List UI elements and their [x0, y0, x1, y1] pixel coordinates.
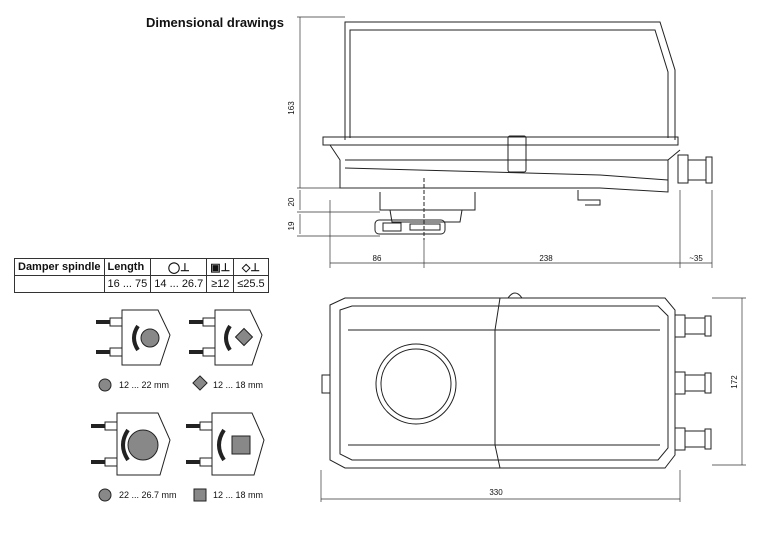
diamond-spindle-icon: ◇⊥ [233, 258, 269, 276]
clamp-square-small [189, 309, 263, 391]
spindle-table: Damper spindle Length ◯⊥ ▣⊥ ◇⊥ 16 ... 75… [14, 258, 269, 293]
col-damper-spindle: Damper spindle [14, 258, 105, 276]
square-spindle-icon: ▣⊥ [206, 258, 235, 276]
dim-238: 238 [539, 254, 553, 263]
clamp-label-round-small: 12 ... 22 mm [119, 380, 170, 390]
diamond-value: ≤25.5 [233, 275, 269, 293]
top-view-housing [321, 292, 676, 469]
side-view-coupling [374, 178, 476, 240]
round-value: 14 ... 26.7 [150, 275, 208, 293]
clamp-label-square-large: 12 ... 18 mm [213, 490, 264, 500]
clamp-round-large [91, 412, 171, 502]
top-view-cable-glands [674, 314, 712, 451]
clamp-label-square-small: 12 ... 18 mm [213, 380, 264, 390]
top-view-spindle-opening [375, 343, 457, 425]
dim-172: 172 [730, 375, 739, 389]
spindle-blank-cell [14, 275, 105, 293]
dim-330: 330 [489, 488, 503, 497]
clamp-square-large [186, 412, 265, 502]
square-value: ≥12 [206, 275, 235, 293]
dim-163: 163 [287, 101, 296, 115]
clamp-label-round-large: 22 ... 26.7 mm [119, 490, 177, 500]
side-view-housing [322, 21, 681, 206]
dim-35: ~35 [689, 254, 703, 263]
side-view-cable-gland [677, 154, 713, 184]
dim-20: 20 [287, 197, 296, 206]
dim-86: 86 [373, 254, 382, 263]
dimension-lines-top [320, 297, 746, 502]
clamp-round-small [96, 309, 171, 392]
dim-19: 19 [287, 221, 296, 230]
dimension-lines-side [297, 16, 713, 268]
length-value: 16 ... 75 [103, 275, 152, 293]
col-length: Length [103, 258, 152, 276]
round-spindle-icon: ◯⊥ [150, 258, 208, 276]
page-title: Dimensional drawings [146, 15, 284, 30]
